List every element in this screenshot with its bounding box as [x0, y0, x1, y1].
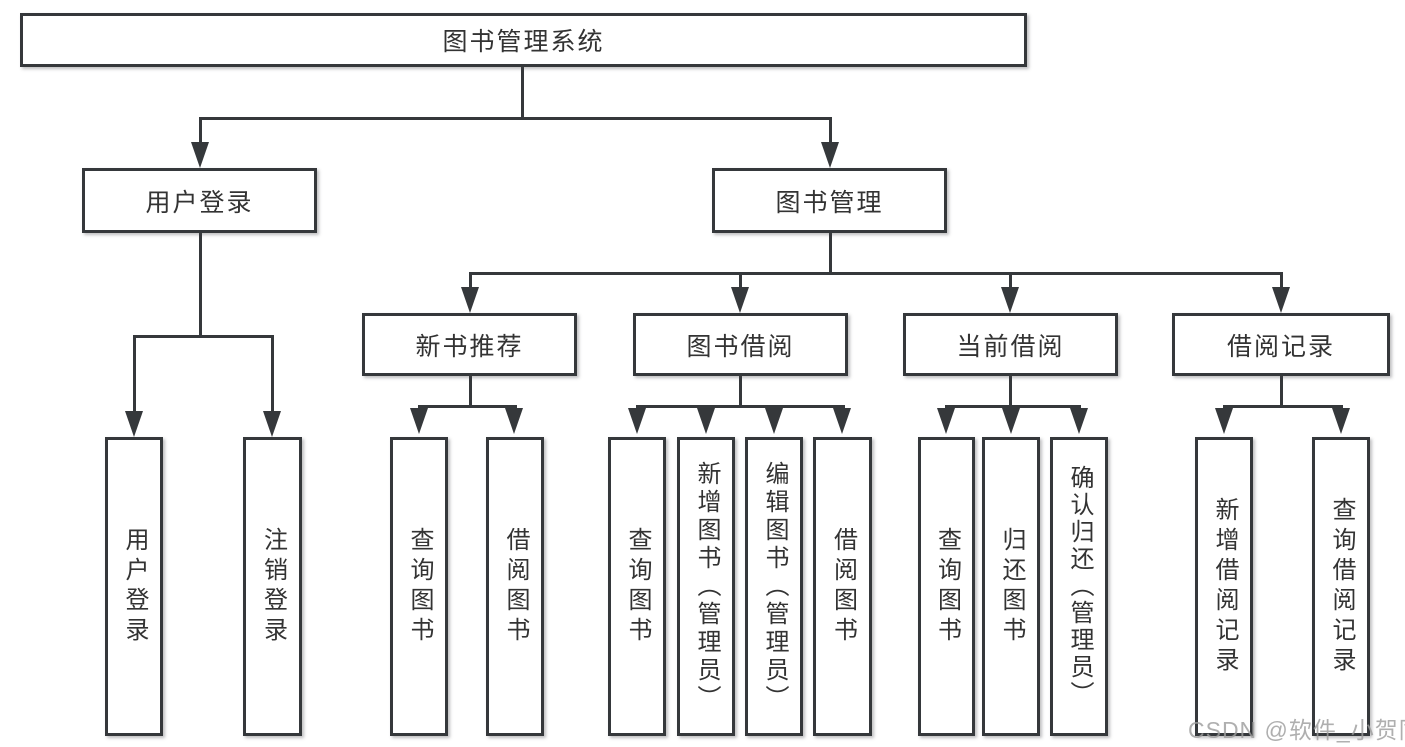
- connector-root-stem: [521, 66, 524, 119]
- connector-book-management-split: [469, 272, 1283, 275]
- node-label: 当前借阅: [956, 332, 1065, 361]
- arrowhead-logout: [263, 411, 281, 437]
- leaf-user-login: 用户登录: [105, 437, 163, 736]
- node-label: 用户登录: [145, 188, 254, 217]
- arrowhead-edit-books-admin: [765, 408, 783, 434]
- leaf-search-books-2: 查询图书: [608, 437, 666, 736]
- arrowhead-borrowing-records: [1272, 287, 1290, 313]
- connector-user-login-split: [133, 335, 274, 338]
- leaf-label: 确认归还（管理员）: [1066, 465, 1093, 708]
- arrowhead-user-login: [191, 142, 209, 168]
- connector-root-split: [199, 117, 832, 120]
- connector-user-login-stem: [199, 233, 202, 337]
- arrowhead-user-login-leaf: [125, 411, 143, 437]
- leaf-label: 注销登录: [259, 526, 287, 647]
- leaf-label: 借阅图书: [502, 526, 529, 647]
- leaf-label: 查询图书: [933, 526, 961, 647]
- leaf-search-books-1: 查询图书: [390, 437, 448, 736]
- arrowhead-book-management: [821, 142, 839, 168]
- arrowhead-book-borrowing: [731, 287, 749, 313]
- leaf-add-borrow-record: 新增借阅记录: [1195, 437, 1253, 736]
- connector-borrowing-records-split: [1223, 405, 1343, 408]
- leaf-label: 新增借阅记录: [1211, 496, 1238, 677]
- connector-to-logout: [271, 335, 274, 413]
- node-label: 图书管理系统: [442, 28, 605, 56]
- arrowhead-current-borrowing: [1001, 287, 1019, 313]
- leaf-borrow-books-1: 借阅图书: [486, 437, 544, 736]
- leaf-search-borrow-record: 查询借阅记录: [1312, 437, 1370, 736]
- node-borrowing-records: 借阅记录: [1172, 313, 1390, 376]
- node-new-book-recommendation: 新书推荐: [362, 313, 577, 376]
- arrowhead-borrow-books-1: [505, 408, 523, 434]
- leaf-label: 查询图书: [406, 526, 433, 647]
- leaf-label: 用户登录: [121, 526, 148, 647]
- connector-new-book-split: [418, 405, 517, 408]
- node-book-management: 图书管理: [712, 168, 947, 233]
- leaf-logout: 注销登录: [243, 437, 302, 736]
- arrowhead-return-books: [1002, 408, 1020, 434]
- node-label: 图书借阅: [686, 332, 795, 361]
- arrowhead-search-borrow-record: [1332, 408, 1350, 434]
- leaf-edit-books-admin: 编辑图书（管理员）: [745, 437, 803, 736]
- leaf-label: 借阅图书: [829, 526, 857, 647]
- connector-new-book-stem: [469, 375, 472, 408]
- leaf-confirm-return-admin: 确认归还（管理员）: [1050, 437, 1108, 736]
- node-library-management-system: 图书管理系统: [20, 13, 1027, 67]
- connector-current-borrowing-split: [945, 405, 1081, 408]
- connector-borrowing-records-stem: [1280, 375, 1283, 408]
- connector-to-user-login: [199, 117, 202, 145]
- arrowhead-confirm-return-admin: [1070, 408, 1088, 434]
- arrowhead-search-books-1: [410, 408, 428, 434]
- arrowhead-borrow-books-2: [833, 408, 851, 434]
- node-user-login: 用户登录: [82, 168, 317, 233]
- connector-book-borrowing-split: [636, 405, 845, 408]
- node-label: 新书推荐: [415, 332, 524, 361]
- leaf-search-books-3: 查询图书: [918, 437, 975, 736]
- node-book-borrowing: 图书借阅: [633, 313, 848, 376]
- connector-to-user-login-leaf: [133, 335, 136, 413]
- arrowhead-add-borrow-record: [1215, 408, 1233, 434]
- arrowhead-new-book-recommendation: [461, 287, 479, 313]
- connector-book-borrowing-stem: [739, 375, 742, 408]
- leaf-borrow-books-2: 借阅图书: [813, 437, 872, 736]
- leaf-label: 编辑图书（管理员）: [761, 460, 788, 713]
- leaf-add-books-admin: 新增图书（管理员）: [677, 437, 735, 736]
- arrowhead-search-books-2: [628, 408, 646, 434]
- leaf-return-books: 归还图书: [982, 437, 1040, 736]
- leaf-label: 查询借阅记录: [1328, 496, 1355, 677]
- csdn-watermark: CSDN @软件_小贺同学: [1188, 717, 1405, 743]
- connector-to-borrowing-records: [1280, 272, 1283, 289]
- arrowhead-search-books-3: [937, 408, 955, 434]
- connector-to-current-borrowing: [1009, 272, 1012, 289]
- leaf-label: 归还图书: [998, 526, 1025, 647]
- connector-book-management-stem: [829, 233, 832, 275]
- node-label: 借阅记录: [1226, 332, 1335, 361]
- connector-current-borrowing-stem: [1009, 375, 1012, 408]
- connector-to-book-management: [829, 117, 832, 145]
- connector-to-book-borrowing: [739, 272, 742, 289]
- arrowhead-add-books-admin: [697, 408, 715, 434]
- leaf-label: 新增图书（管理员）: [693, 460, 720, 713]
- node-current-borrowing: 当前借阅: [903, 313, 1118, 376]
- leaf-label: 查询图书: [624, 526, 651, 647]
- connector-to-new-book-recommendation: [469, 272, 472, 289]
- node-label: 图书管理: [775, 188, 884, 217]
